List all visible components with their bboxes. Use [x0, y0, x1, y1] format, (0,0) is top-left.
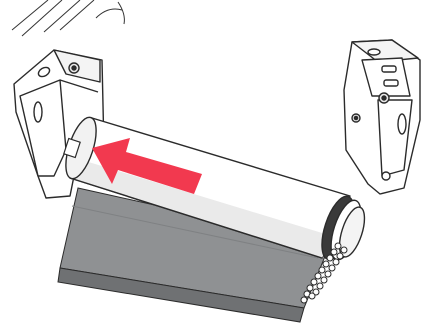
- right-bracket: [344, 40, 420, 194]
- cropped-sketch-lines: [12, 0, 124, 36]
